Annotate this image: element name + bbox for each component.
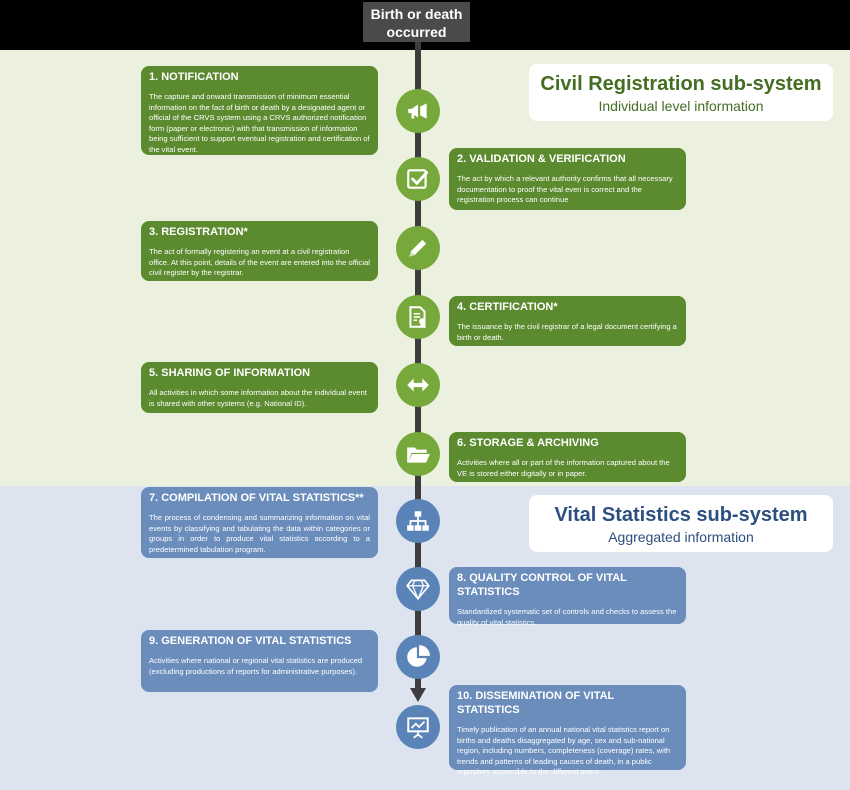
step-title: 2. VALIDATION & VERIFICATION [457, 153, 626, 165]
step-title: 9. GENERATION OF VITAL STATISTICS [149, 635, 352, 647]
presentation-icon [396, 705, 440, 749]
civil-registration-label: Civil Registration sub-system Individual… [529, 64, 833, 121]
step-title: 8. QUALITY CONTROL OF VITAL STATISTICS [457, 572, 627, 598]
folder-icon [396, 432, 440, 476]
step-text: The capture and onward transmission of m… [149, 92, 370, 154]
step-text: The act of formally registering an event… [149, 247, 370, 277]
vital-statistics-subtitle: Aggregated information [608, 529, 754, 545]
step-card-validation: 2. VALIDATION & VERIFICATION The act by … [449, 148, 686, 210]
vital-statistics-label: Vital Statistics sub-system Aggregated i… [529, 495, 833, 552]
step-card-dissemination: 10. DISSEMINATION OF VITAL STATISTICS Ti… [449, 685, 686, 776]
pie-chart-icon [396, 635, 440, 679]
step-card-storage: 6. STORAGE & ARCHIVING Activities where … [449, 432, 686, 482]
double-arrow-icon [396, 363, 440, 407]
step-text: Activities where national or regional vi… [149, 656, 363, 676]
step-card-quality-control: 8. QUALITY CONTROL OF VITAL STATISTICS S… [449, 567, 686, 627]
step-text: The issuance by the civil registrar of a… [457, 322, 677, 342]
step-card-registration: 3. REGISTRATION* The act of formally reg… [141, 221, 378, 281]
step-card-compilation: 7. COMPILATION OF VITAL STATISTICS** The… [141, 487, 378, 558]
timeline-arrow-head [410, 688, 426, 702]
step-title: 1. NOTIFICATION [149, 71, 239, 83]
step-title: 6. STORAGE & ARCHIVING [457, 437, 599, 449]
step-text: The act by which a relevant authority co… [457, 174, 673, 204]
step-text: The process of condensing and summarizin… [149, 513, 370, 554]
start-event-line1: Birth or death [370, 6, 463, 22]
step-text: Standardized systematic set of controls … [457, 607, 677, 627]
vital-statistics-title: Vital Statistics sub-system [554, 504, 808, 526]
diamond-icon [396, 567, 440, 611]
start-event-box: Birth or death occurred [363, 2, 470, 42]
step-text: All activities in which some information… [149, 388, 367, 408]
step-title: 4. CERTIFICATION* [457, 301, 558, 313]
step-text: Activities where all or part of the info… [457, 458, 670, 478]
step-card-sharing: 5. SHARING OF INFORMATION All activities… [141, 362, 378, 413]
hierarchy-icon [396, 499, 440, 543]
civil-registration-subtitle: Individual level information [598, 98, 764, 114]
step-text: Timely publication of an annual national… [457, 725, 671, 776]
step-card-certification: 4. CERTIFICATION* The issuance by the ci… [449, 296, 686, 346]
step-card-notification: 1. NOTIFICATION The capture and onward t… [141, 66, 378, 155]
step-title: 5. SHARING OF INFORMATION [149, 367, 311, 379]
step-card-generation: 9. GENERATION OF VITAL STATISTICS Activi… [141, 630, 378, 692]
step-title: 3. REGISTRATION* [149, 226, 248, 238]
civil-registration-title: Civil Registration sub-system [540, 73, 822, 95]
start-event-line2: occurred [386, 24, 447, 40]
certificate-icon [396, 295, 440, 339]
pencil-icon [396, 226, 440, 270]
step-title: 10. DISSEMINATION OF VITAL STATISTICS [457, 690, 615, 716]
step-title: 7. COMPILATION OF VITAL STATISTICS** [149, 492, 364, 504]
checkbox-icon [396, 157, 440, 201]
megaphone-icon [396, 89, 440, 133]
